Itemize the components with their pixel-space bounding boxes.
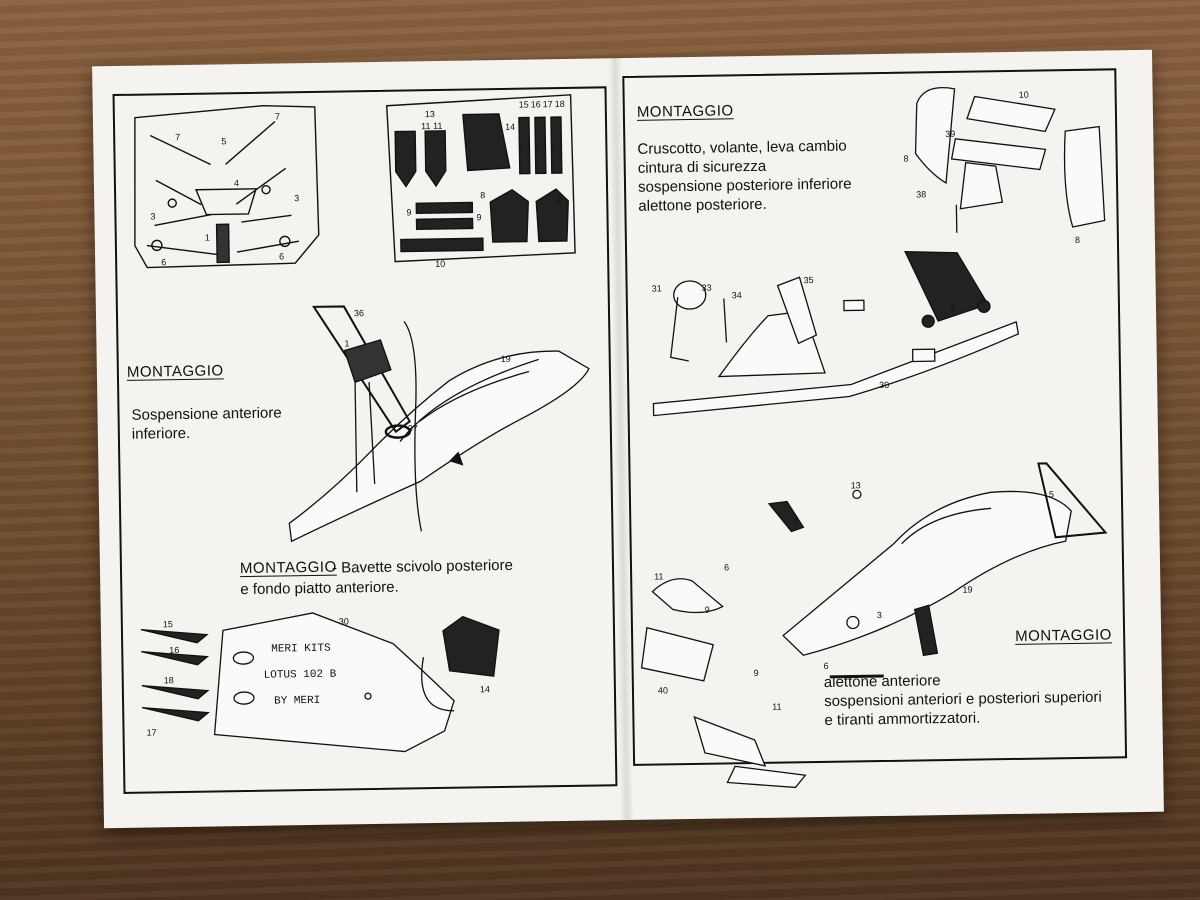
front-label: 3	[877, 610, 882, 620]
front-label: 3	[793, 517, 798, 527]
fret-1-label: 7	[275, 111, 280, 121]
floor-label: 14	[480, 684, 490, 694]
chassis-label: 37	[408, 423, 418, 433]
cockpit-label: 4	[950, 303, 955, 313]
front-label: 40	[658, 685, 668, 695]
fret-2-label: 11	[433, 121, 442, 131]
photo-etch-fret-cockpit	[385, 94, 576, 263]
front-label: 11	[772, 702, 781, 712]
fret-1-part-numbers: 7 7 5 4 3 3 1 6 6	[150, 111, 299, 267]
rear-wing-label: 10	[1019, 90, 1029, 100]
rear-wing-label: 8	[1075, 235, 1080, 245]
step-heading: MONTAGGIO	[239, 558, 337, 578]
front-label: 6	[724, 562, 729, 572]
front-label: 9	[705, 605, 710, 615]
fret-1-label: 3	[294, 193, 299, 203]
fret-1-label: 3	[150, 211, 155, 221]
fret-1-label: 5	[221, 136, 226, 146]
cockpit-assembly-drawing	[652, 250, 1020, 417]
step-description: Sospensione anteriore inferiore.	[131, 404, 282, 443]
floor-label: 15	[163, 619, 173, 629]
left-instruction-panel: 7 7 5 4 3 3 1 6 6	[112, 86, 618, 794]
floor-label: 18	[164, 675, 174, 685]
fret-2-label: 9	[476, 212, 481, 222]
step-heading: MONTAGGIO	[126, 362, 224, 381]
fret-1-label: 1	[205, 233, 210, 243]
chassis-part-numbers: 36 1 19 37	[344, 308, 511, 433]
fret-2-label: 11	[421, 121, 430, 131]
chassis-label: 36	[354, 308, 364, 318]
step-heading: MONTAGGIO	[636, 102, 734, 121]
front-suspension-drawing	[640, 462, 1108, 789]
chassis-label: 1	[344, 338, 349, 348]
fret-2-label: 16	[531, 99, 541, 109]
cockpit-label: 35	[803, 275, 813, 285]
left-panel-drawings: 7 7 5 4 3 3 1 6 6	[134, 94, 590, 753]
rear-wing-label: 39	[945, 129, 955, 139]
floor-decal-text: MERI KITS LOTUS 102 B BY MERI	[264, 643, 337, 708]
fret-2-label: 8	[480, 190, 485, 200]
rear-wing-part-numbers: 10 39 8 38 8	[904, 90, 1080, 245]
decal-line: LOTUS 102 B	[264, 669, 337, 682]
cockpit-label: 30	[879, 380, 889, 390]
fret-1-label: 6	[161, 257, 166, 267]
fret-1-label: 6	[279, 251, 284, 261]
front-label: 13	[851, 480, 861, 490]
fret-2-label: 18	[555, 99, 565, 109]
cockpit-label: 34	[732, 290, 742, 300]
fret-2-label: 13	[425, 109, 435, 119]
front-label: 19	[962, 585, 972, 595]
photo-etch-fret-suspension	[134, 104, 320, 269]
fret-2-label: 8	[556, 195, 561, 205]
fret-2-label: 9	[406, 207, 411, 217]
chassis-suspension-drawing	[288, 305, 590, 543]
right-instruction-panel: 10 39 8 38 8 31 3	[622, 68, 1128, 789]
step-description: - Bavette scivolo posteriore	[331, 556, 514, 577]
cockpit-label: 33	[702, 283, 712, 293]
floor-label: 16	[169, 645, 179, 655]
step-description-line-2: e fondo piatto anteriore.	[240, 578, 399, 599]
rear-wing-label: 8	[904, 154, 909, 164]
front-label: 6	[824, 661, 829, 671]
floor-label: 17	[146, 727, 156, 737]
floor-diffuser-drawing	[140, 612, 500, 753]
rear-wing-drawing	[914, 87, 1106, 233]
front-label: 9	[754, 668, 759, 678]
front-label: 5	[1049, 489, 1054, 499]
chassis-label: 19	[501, 354, 511, 364]
rear-wing-label: 38	[916, 189, 926, 199]
decal-line: BY MERI	[274, 695, 320, 708]
fret-2-label: 15	[519, 100, 529, 110]
fret-2-label: 10	[435, 259, 445, 269]
fret-2-part-numbers: 13 11 11 14 15 16 17 18 9 9 8 8 10	[406, 99, 565, 269]
cockpit-label: 31	[652, 283, 662, 293]
step-description: alettone anteriore sospensioni anteriori…	[823, 672, 1102, 729]
fret-2-label: 17	[543, 99, 553, 109]
front-part-numbers: 13 5 3 11 6 9 19 3 40 9 6 11	[654, 480, 1054, 712]
front-label: 11	[654, 571, 663, 581]
fret-2-label: 14	[505, 122, 515, 132]
floor-part-numbers: 15 16 18 17 30 14	[146, 616, 490, 737]
step-heading: MONTAGGIO	[1015, 626, 1113, 645]
floor-label: 30	[339, 616, 349, 626]
right-panel-drawings: 10 39 8 38 8 31 3	[640, 87, 1108, 789]
fret-1-label: 4	[234, 178, 239, 188]
step-description: Cruscotto, volante, leva cambio cintura …	[637, 137, 852, 215]
decal-line: MERI KITS	[271, 643, 331, 656]
fret-1-label: 7	[175, 132, 180, 142]
instruction-sheet: 7 7 5 4 3 3 1 6 6	[92, 49, 1164, 829]
cockpit-part-numbers: 31 33 34 35 4 30	[652, 275, 956, 390]
